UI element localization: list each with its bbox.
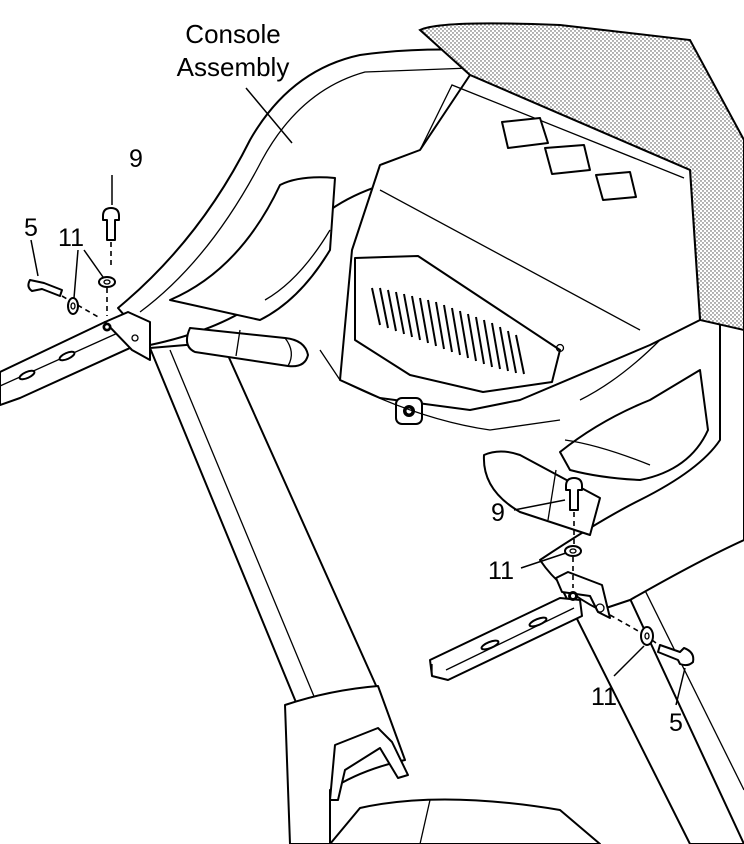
right-screw-5 [651,639,695,667]
display-window-2 [544,144,591,175]
right-handle-grip [482,450,601,536]
screw-hole [555,343,565,353]
left-frame-tube [0,311,151,406]
left-screw-5 [27,279,101,319]
right-washer-lower [609,614,654,646]
display-window-3 [595,171,637,201]
speaker-grille [354,255,561,393]
left-upright [149,341,409,844]
right-bolt-9 [565,477,583,544]
left-washer-upper [98,276,116,316]
screw-label-left: 5 [24,214,38,242]
console-assembly-label-line1: Console [185,19,280,49]
bolt-label-right: 9 [491,499,505,527]
console-display [319,22,744,431]
grille-slots [371,287,525,375]
left-handle-grip [185,327,309,368]
base [329,798,601,844]
washer-label-left: 11 [58,224,84,252]
bolt-label-left: 9 [129,145,143,173]
right-frame-tube [429,571,611,681]
leader-lines [30,87,686,706]
left-washer-lower [67,297,79,315]
display-window-1 [501,117,549,149]
washer-label-right-upper: 11 [488,557,514,585]
washer-label-right-lower: 11 [591,683,617,711]
left-bolt-9 [102,207,120,268]
console-frame [117,39,744,611]
right-washer-upper [564,545,582,588]
screw-label-right: 5 [669,709,683,737]
console-assembly-label-line2: Assembly [177,52,290,82]
